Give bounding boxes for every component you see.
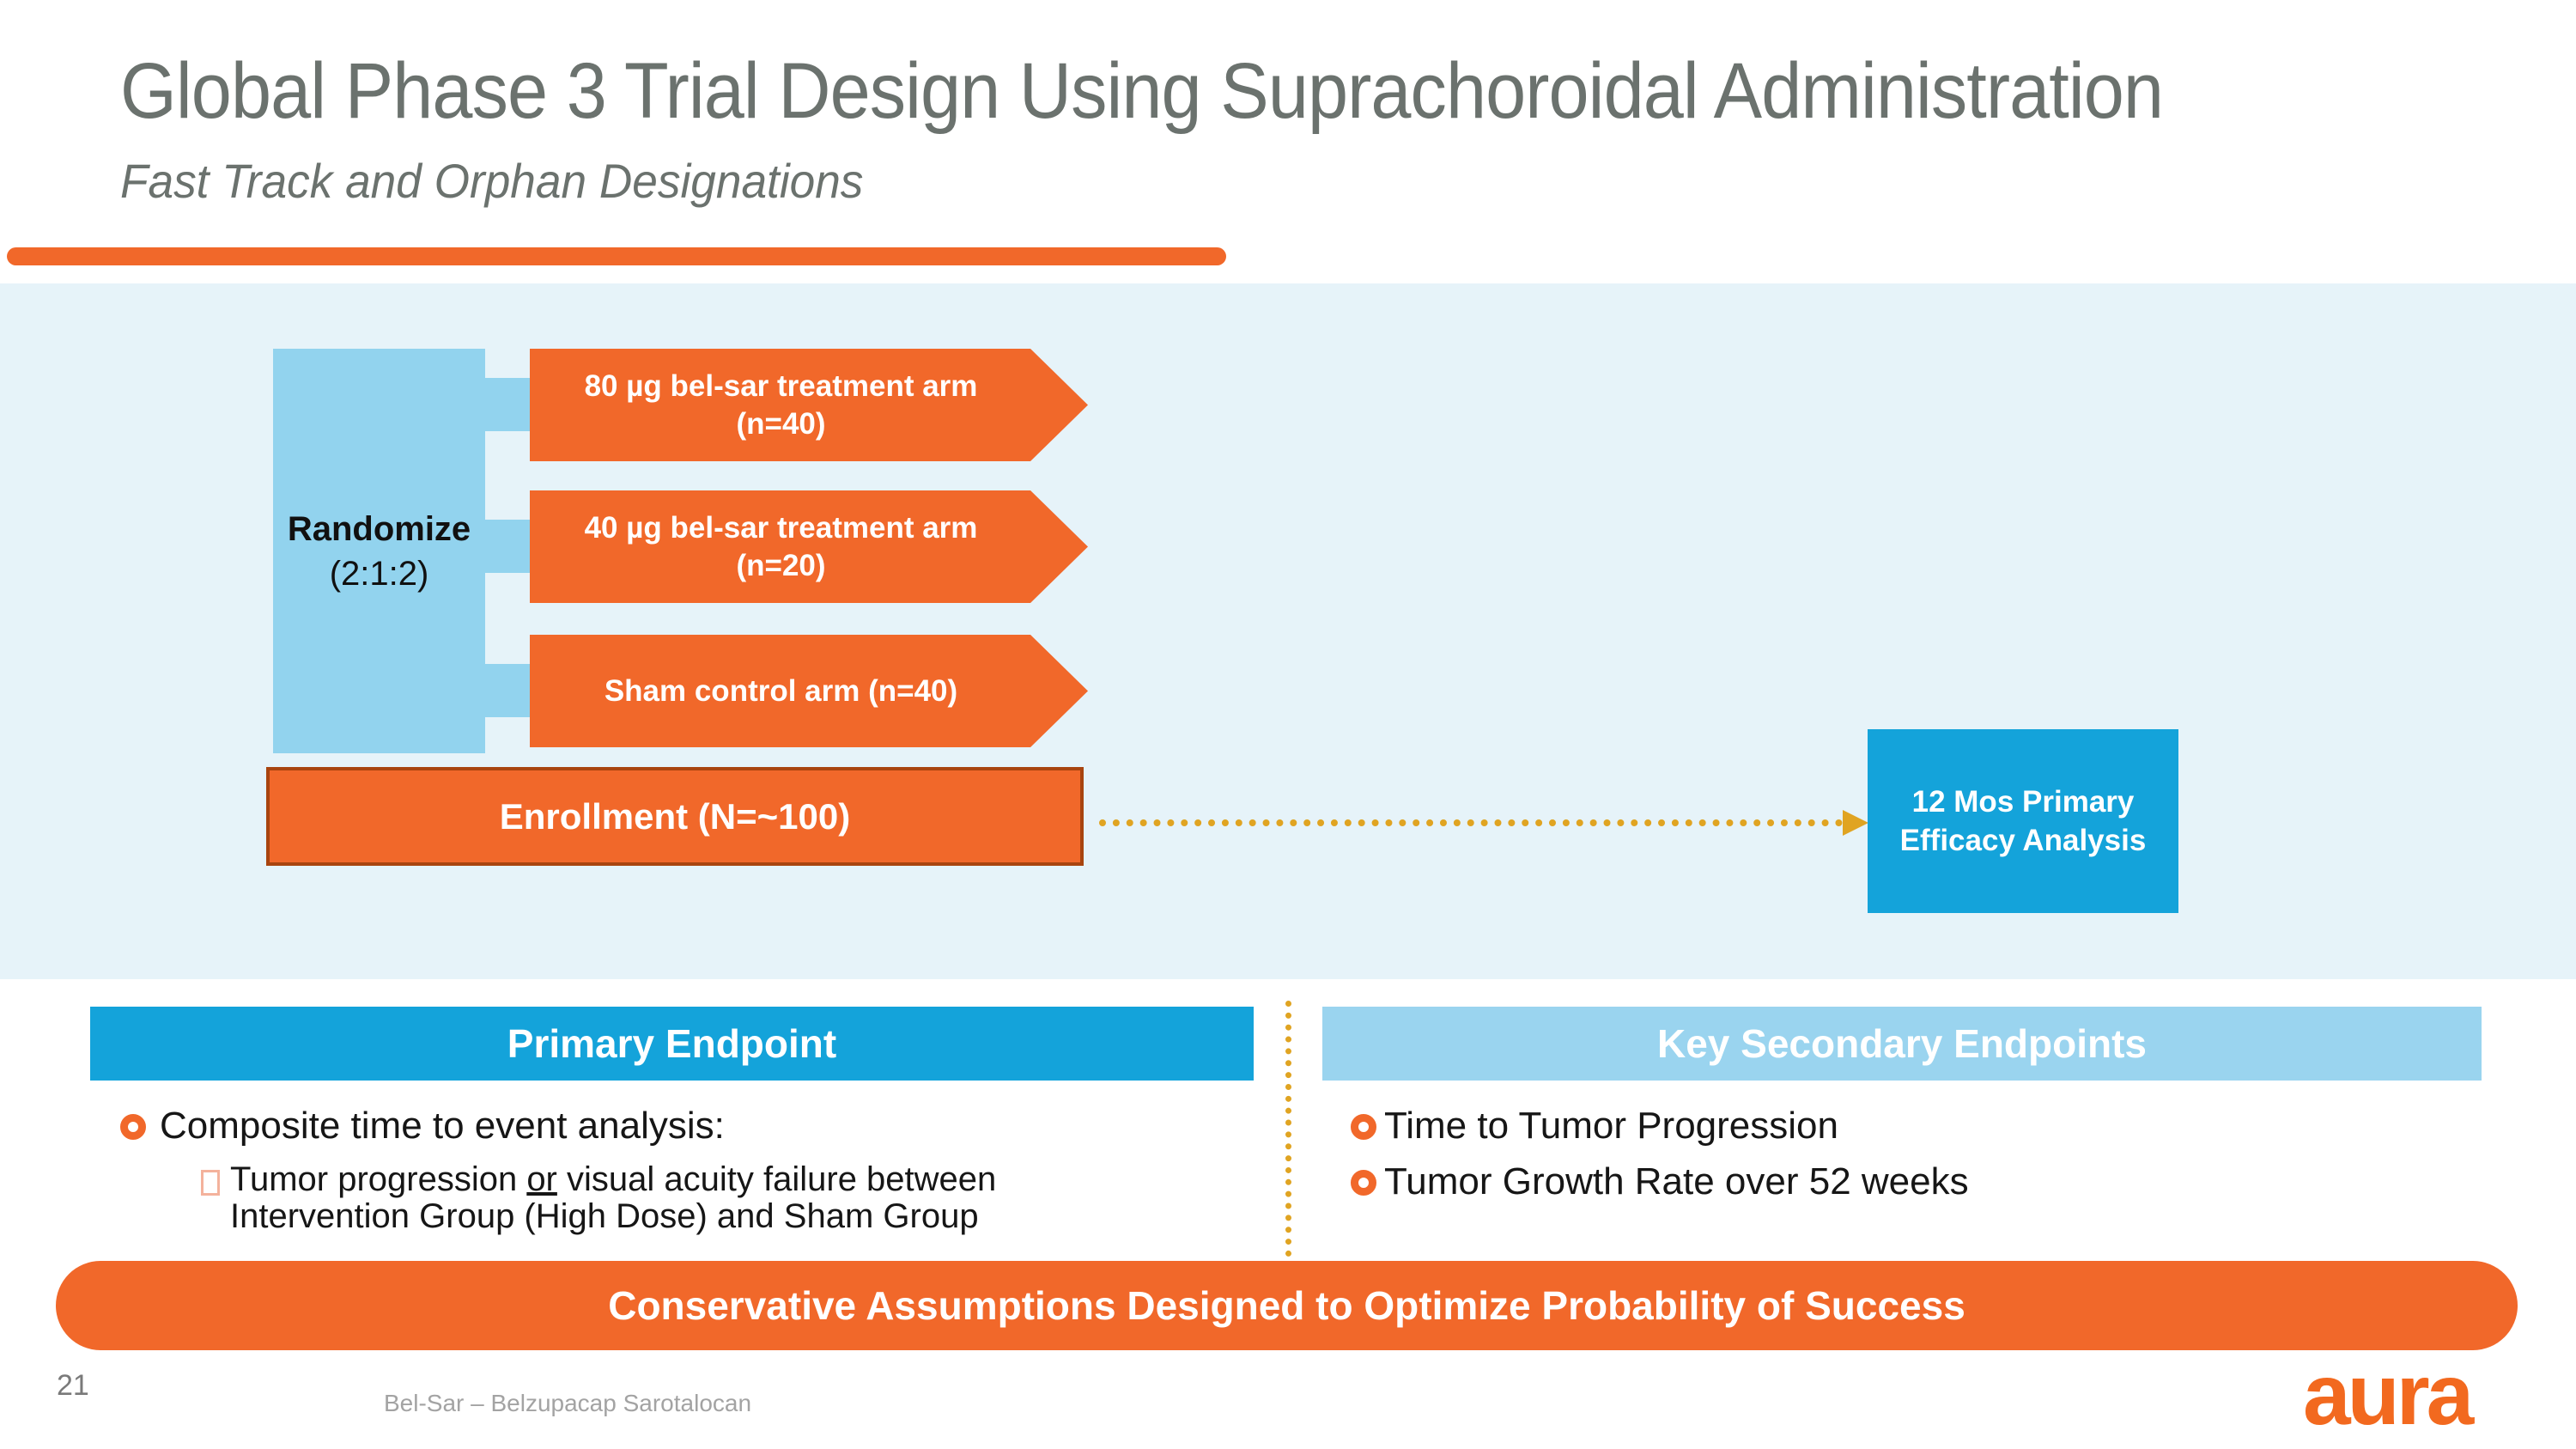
sub-bullet-pre: Tumor progression xyxy=(230,1160,527,1198)
square-bullet-icon xyxy=(201,1170,220,1196)
primary-efficacy-analysis-box: 12 Mos Primary Efficacy Analysis xyxy=(1868,729,2178,913)
conclusion-banner-label: Conservative Assumptions Designed to Opt… xyxy=(608,1283,1965,1328)
enrollment-label: Enrollment (N=~100) xyxy=(499,795,851,837)
analysis-line1: 12 Mos Primary xyxy=(1911,784,2135,819)
treatment-arm-40ug: 40 µg bel-sar treatment arm (n=20) xyxy=(530,490,1088,603)
secondary-bullet-2: Tumor Growth Rate over 52 weeks xyxy=(1384,1160,1969,1202)
treatment-arm-80ug: 80 µg bel-sar treatment arm (n=40) xyxy=(530,349,1088,461)
key-secondary-endpoints-header-label: Key Secondary Endpoints xyxy=(1656,1021,2147,1066)
secondary-bullet-1: Time to Tumor Progression xyxy=(1384,1105,1838,1147)
sub-bullet-line2: Intervention Group (High Dose) and Sham … xyxy=(230,1197,979,1236)
key-secondary-endpoints-header: Key Secondary Endpoints xyxy=(1322,1007,2482,1081)
conclusion-banner: Conservative Assumptions Designed to Opt… xyxy=(56,1261,2518,1350)
randomize-box: Randomize (2:1:2) xyxy=(273,349,485,753)
analysis-line2: Efficacy Analysis xyxy=(1899,824,2147,857)
primary-endpoint-header-label: Primary Endpoint xyxy=(507,1021,837,1066)
dotted-arrow-line xyxy=(1099,819,1843,826)
sub-bullet-rest: visual acuity failure between xyxy=(556,1160,997,1198)
randomize-label: Randomize xyxy=(287,509,471,548)
page-subtitle: Fast Track and Orphan Designations xyxy=(120,154,864,208)
footer-note: Bel-Sar – Belzupacap Sarotalocan xyxy=(384,1390,752,1416)
arrowhead-icon xyxy=(1843,810,1868,836)
page-title: Global Phase 3 Trial Design Using Suprac… xyxy=(120,47,2164,135)
bullet-icon xyxy=(1351,1114,1376,1140)
arm-label: 80 µg bel-sar treatment arm xyxy=(584,368,978,403)
randomize-ratio: (2:1:2) xyxy=(329,554,429,593)
sub-bullet-or: or xyxy=(526,1160,557,1198)
primary-bullet: Composite time to event analysis: xyxy=(160,1105,725,1147)
enrollment-bar: Enrollment (N=~100) xyxy=(266,767,1084,866)
bullet-icon xyxy=(1351,1170,1376,1196)
primary-endpoint-header: Primary Endpoint xyxy=(90,1007,1254,1081)
bullet-icon xyxy=(120,1114,146,1140)
arm-label: 40 µg bel-sar treatment arm xyxy=(584,510,978,545)
page-number: 21 xyxy=(57,1369,89,1402)
arm-label: Sham control arm (n=40) xyxy=(604,673,958,708)
arm-n: (n=40) xyxy=(736,406,826,441)
column-divider-dotted xyxy=(1285,1001,1291,1269)
primary-sub-bullet: Tumor progression or visual acuity failu… xyxy=(230,1160,997,1236)
sham-control-arm: Sham control arm (n=40) xyxy=(530,635,1088,747)
aura-logo: aura xyxy=(2303,1347,2474,1443)
arm-n: (n=20) xyxy=(736,548,826,582)
title-underline-rule xyxy=(7,247,1226,265)
